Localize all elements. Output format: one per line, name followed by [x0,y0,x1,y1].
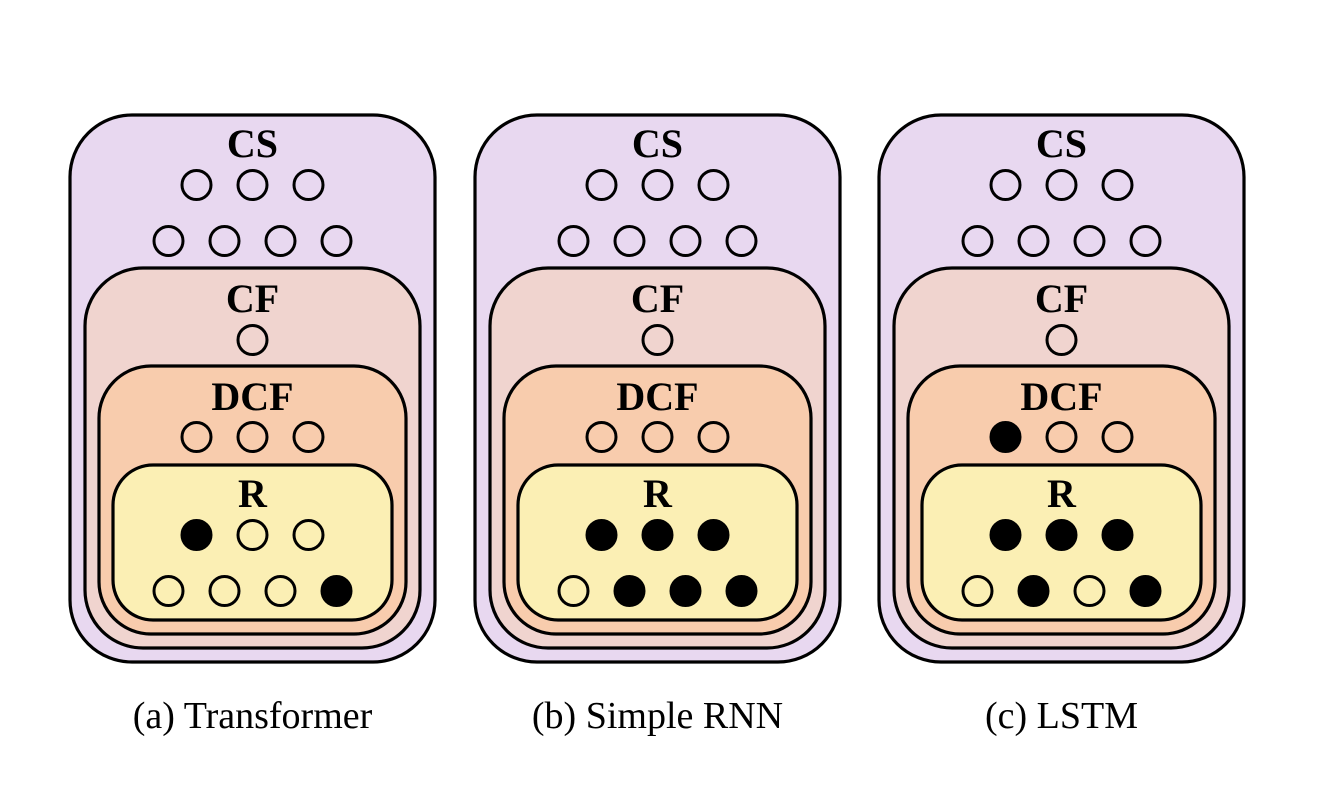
open-node [961,575,994,607]
open-node [557,225,590,257]
open-node [264,575,297,607]
open-node [1073,225,1106,257]
open-node [725,225,758,257]
open-node [236,169,269,201]
region-label-r: R [1047,471,1077,516]
region-box-r [111,463,394,622]
open-node [152,225,185,257]
filled-node [1129,575,1162,607]
open-node [641,324,674,356]
open-node [236,421,269,453]
filled-node [725,575,758,607]
filled-node [320,575,353,607]
filled-node [697,519,730,551]
open-node [292,519,325,551]
open-node [292,421,325,453]
region-label-r: R [238,471,268,516]
open-node [264,225,297,257]
panel-caption: (c) LSTM [985,695,1138,737]
region-r: R [111,463,394,622]
open-node [1101,169,1134,201]
region-label-dcf: DCF [1020,374,1102,419]
filled-node [641,519,674,551]
region-label-cf: CF [631,276,684,321]
open-node [585,421,618,453]
open-node [152,575,185,607]
panel-caption: (b) Simple RNN [532,695,783,737]
panel-caption: (a) Transformer [133,695,373,737]
filled-node [1045,519,1078,551]
region-label-cs: CS [1036,121,1087,166]
open-node [1045,169,1078,201]
panel-1: CS CF DCF R (a) Transformer [68,113,437,737]
open-node [208,225,241,257]
open-node [557,575,590,607]
open-node [320,225,353,257]
panel-3: CS CF DCF R (c) LSTM [877,113,1246,737]
open-node [180,421,213,453]
filled-node [1101,519,1134,551]
region-label-dcf: DCF [211,374,293,419]
open-node [697,421,730,453]
filled-node [669,575,702,607]
filled-node [989,519,1022,551]
open-node [669,225,702,257]
open-node [236,324,269,356]
region-r: R [920,463,1203,622]
open-node [613,225,646,257]
open-node [1017,225,1050,257]
filled-node [989,421,1022,453]
open-node [961,225,994,257]
filled-node [180,519,213,551]
open-node [641,169,674,201]
filled-node [613,575,646,607]
region-label-cf: CF [226,276,279,321]
filled-node [1017,575,1050,607]
region-label-cf: CF [1035,276,1088,321]
open-node [180,169,213,201]
region-r: R [516,463,799,622]
open-node [1045,421,1078,453]
open-node [641,421,674,453]
open-node [989,169,1022,201]
region-label-r: R [643,471,673,516]
open-node [697,169,730,201]
open-node [208,575,241,607]
open-node [1045,324,1078,356]
region-label-cs: CS [632,121,683,166]
open-node [1073,575,1106,607]
region-label-cs: CS [227,121,278,166]
open-node [1101,421,1134,453]
open-node [292,169,325,201]
filled-node [585,519,618,551]
panel-2: CS CF DCF R (b) Simple RNN [473,113,842,737]
region-label-dcf: DCF [616,374,698,419]
open-node [585,169,618,201]
open-node [1129,225,1162,257]
open-node [236,519,269,551]
